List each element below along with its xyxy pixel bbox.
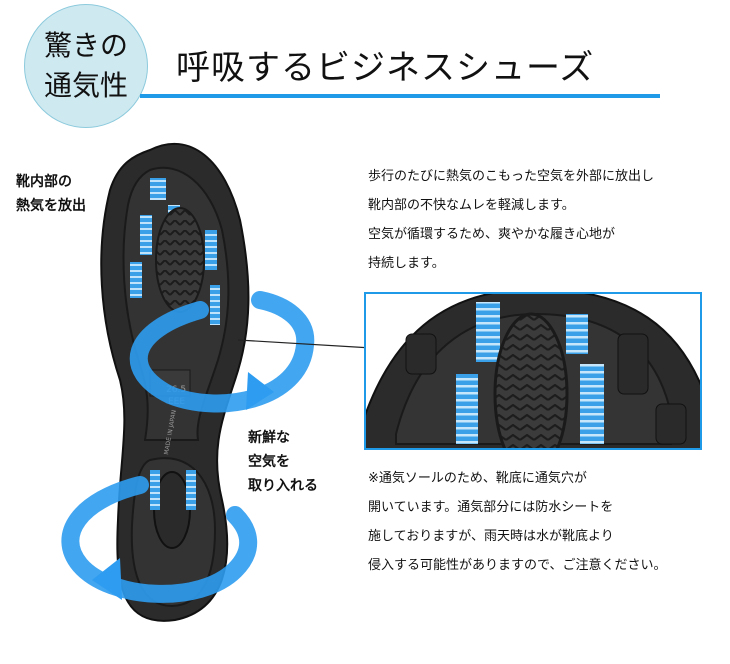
note-text: ※通気ソールのため、靴底に通気穴が 開いています。通気部分には防水シートを 施し… [368,464,666,580]
note-line: 侵入する可能性がありますので、ご注意ください。 [368,558,667,573]
note-line: 開いています。通気部分には防水シートを [368,500,614,515]
zoom-sole-icon [366,294,700,448]
description-text: 歩行のたびに熱気のこもった空気を外部に放出し 靴内部の不快なムレを軽減します。 … [368,162,654,278]
intake-label-line-3: 取り入れる [248,478,318,494]
circulation-arrow-icon [129,291,315,413]
vent-label-line-2: 熱気を放出 [16,198,86,214]
page-title: 呼吸するビジネスシューズ [176,48,595,88]
intake-label: 新鮮な 空気を 取り入れる [248,426,318,498]
description-line: 歩行のたびに熱気のこもった空気を外部に放出し [368,169,655,184]
description-line: 持続します。 [368,256,445,271]
description-line: 靴内部の不快なムレを軽減します。 [368,198,575,213]
badge-line-2: 通気性 [43,69,128,102]
description-line: 空気が循環するため、爽やかな履き心地が [368,227,616,242]
intake-label-line-1: 新鮮な [248,430,290,446]
badge-line-1: 驚きの [43,29,128,62]
note-line: 施しておりますが、雨天時は水が靴底より [368,529,614,544]
vent-label: 靴内部の 熱気を放出 [16,170,86,218]
intake-label-line-2: 空気を [248,454,290,470]
sole-zoom-panel [364,292,702,450]
note-line: ※通気ソールのため、靴底に通気穴が [368,471,587,486]
title-underline [140,94,660,98]
vent-label-line-1: 靴内部の [16,174,72,190]
feature-badge: 驚きの 通気性 [24,4,148,128]
circulation-arrow-icon [61,476,258,603]
